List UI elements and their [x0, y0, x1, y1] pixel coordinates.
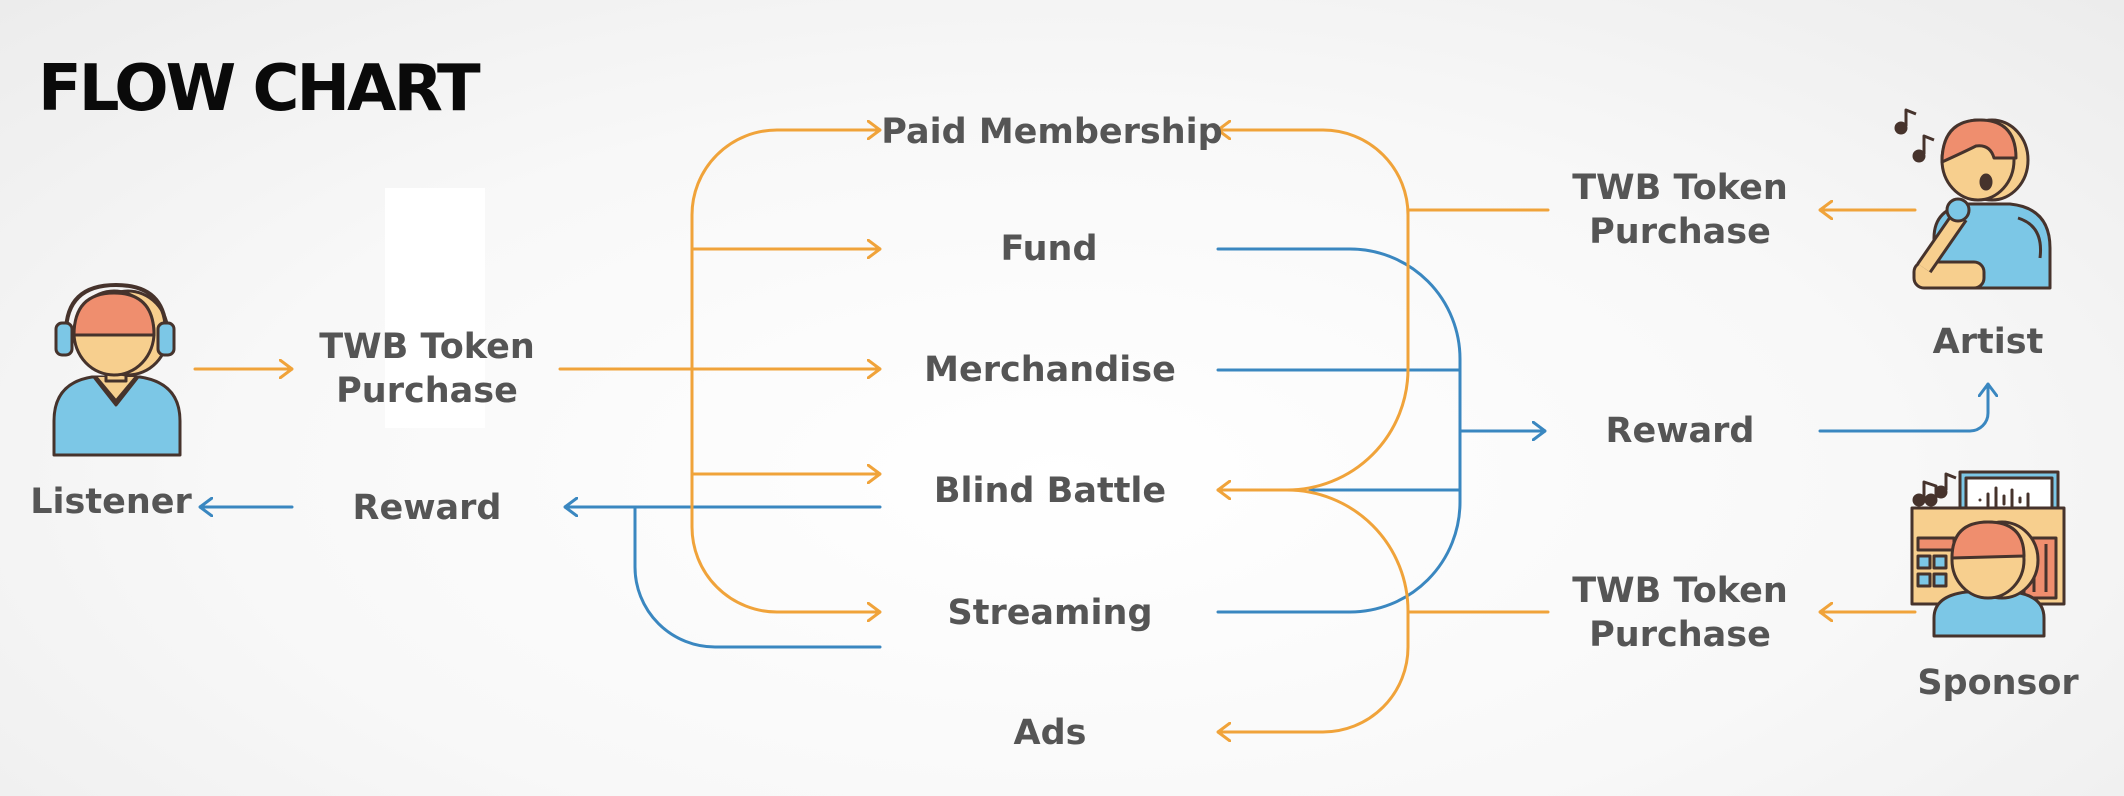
- streaming-return-line: [633, 505, 882, 649]
- to-paid-membership-arrow: [690, 130, 882, 371]
- node-merchandise: Merchandise: [924, 350, 1176, 390]
- node-ads: Ads: [1013, 713, 1087, 753]
- to-streaming-arrow: [690, 367, 882, 612]
- artist-token-purchase-label: TWB Token Purchase: [1572, 168, 1788, 252]
- sponsor-to-ads-arrow: [1216, 610, 1410, 732]
- page-title: FLOW CHART: [38, 52, 481, 126]
- artist-to-blind-battle-arrow: [1216, 208, 1410, 490]
- left-panel-background: [385, 188, 485, 428]
- node-paid-membership: Paid Membership: [881, 112, 1223, 152]
- sponsor-token-purchase-label: TWB Token Purchase: [1572, 571, 1788, 655]
- artist-label: Artist: [1932, 322, 2044, 362]
- streaming-reward-line: [1216, 363, 1462, 614]
- sponsor-studio-icon: [1910, 470, 2066, 638]
- sponsor-label: Sponsor: [1917, 663, 2079, 703]
- listener-label: Listener: [30, 482, 192, 522]
- listener-token-purchase-label: TWB Token Purchase: [319, 327, 535, 411]
- fund-reward-line: [1216, 247, 1462, 367]
- listener-reward-label: Reward: [352, 488, 502, 528]
- artist-to-paid-membership-arrow: [1216, 130, 1410, 217]
- artist-reward-label: Reward: [1605, 411, 1755, 451]
- listener-headphones-icon: [52, 283, 182, 457]
- reward-to-artist-arrow: [1818, 382, 1988, 433]
- artist-microphone-icon: [1894, 108, 2052, 290]
- sponsor-to-blind-battle-arrow: [1216, 488, 1410, 614]
- node-fund: Fund: [1000, 229, 1098, 269]
- node-blind-battle: Blind Battle: [933, 471, 1167, 511]
- node-streaming: Streaming: [947, 593, 1153, 633]
